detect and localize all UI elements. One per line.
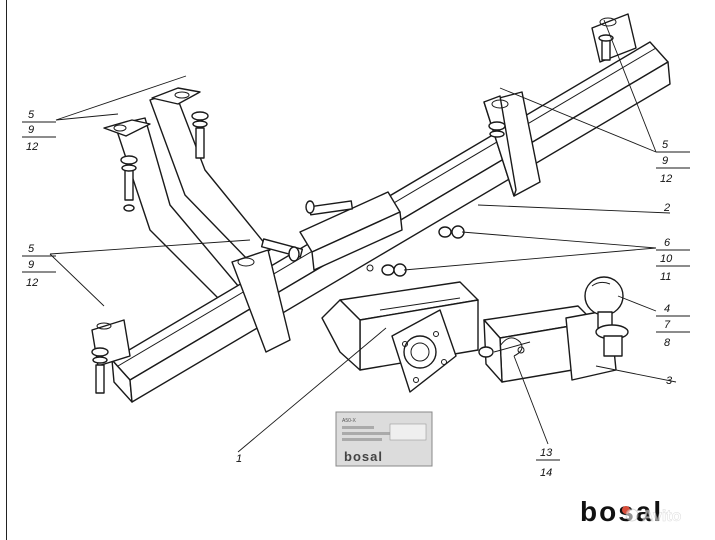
hitch-bar: [483, 305, 617, 383]
callout-right-top-3: 12: [660, 173, 672, 185]
right-bracket-mid: [483, 91, 541, 197]
tow-ball: [584, 276, 629, 357]
leader-lines: [49, 19, 677, 453]
plate-line1: A50-X: [342, 418, 357, 424]
callout-left-top: 5 9 12: [22, 109, 56, 153]
callout-pin: 13 14: [536, 447, 560, 479]
callout-ball-2: 7: [664, 319, 671, 331]
bosal-logo: bosal: [580, 496, 663, 527]
callout-ball-3: 8: [664, 337, 671, 349]
callout-right-mid: 6 10 11: [656, 237, 690, 283]
left-bracket: [103, 87, 271, 313]
callout-right-mid-3: 11: [660, 271, 671, 283]
callout-left-mid-2: 9: [28, 259, 34, 271]
product-plate: A50-X bosal: [335, 411, 433, 467]
callout-ball-1: 4: [664, 303, 670, 315]
callout-crossbar-label: 2: [663, 202, 670, 214]
beam-fasteners: [366, 225, 465, 277]
plate-brand: bosal: [344, 449, 383, 464]
callout-left-top-2: 9: [28, 124, 34, 136]
callout-left-mid-1: 5: [28, 243, 35, 255]
callout-pin-1: 13: [540, 447, 553, 459]
right-bracket-top: [591, 13, 637, 63]
callout-main-1: 1: [236, 453, 242, 465]
logo-text: bosal: [580, 496, 663, 527]
callout-right-top-2: 9: [662, 155, 668, 167]
callout-right-mid-1: 6: [664, 237, 671, 249]
callout-main-1-label: 1: [236, 453, 242, 465]
callout-bar-3: 3: [666, 375, 673, 387]
drawing-frame: [6, 0, 715, 540]
callout-bar-3-label: 3: [666, 375, 673, 387]
callout-crossbar: 2: [663, 202, 670, 214]
callout-pin-2: 14: [540, 467, 552, 479]
callout-right-top-1: 5: [662, 139, 669, 151]
left-lower-bracket: [91, 249, 291, 394]
callout-left-mid: 5 9 12: [22, 243, 56, 289]
callout-right-mid-2: 10: [660, 253, 673, 265]
callout-left-mid-3: 12: [26, 277, 38, 289]
callout-left-top-1: 5: [28, 109, 35, 121]
watermark: Avito: [625, 508, 682, 525]
pin-clip: [478, 337, 531, 358]
callout-ball: 4 7 8: [656, 303, 690, 349]
watermark-text: Avito: [642, 508, 682, 525]
callout-left-top-3: 12: [26, 141, 38, 153]
socket-plate: [391, 309, 457, 393]
center-block: [260, 191, 403, 271]
callout-right-top: 5 9 12: [656, 139, 690, 185]
